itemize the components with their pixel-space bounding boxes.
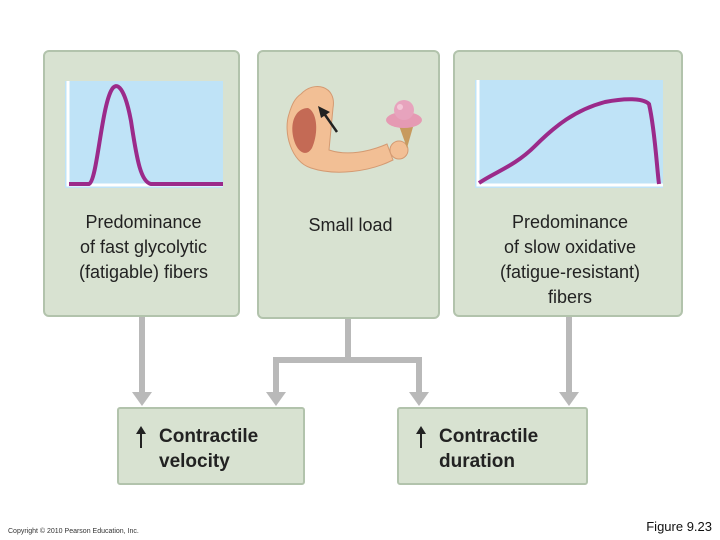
- load-split-line: [273, 357, 422, 393]
- fast-twitch-curve-plot: [66, 81, 223, 187]
- hand-shape: [389, 140, 409, 160]
- small-load-label: Small load: [308, 215, 393, 235]
- fast-graph-axes: [66, 81, 223, 187]
- contractile-duration-box: Contractile duration: [397, 407, 588, 485]
- duration-arrowhead-left: [409, 392, 429, 406]
- biceps-muscle: [292, 108, 317, 153]
- copyright-notice: Copyright © 2010 Pearson Education, Inc.: [8, 528, 139, 535]
- slow-twitch-graph: [475, 80, 663, 188]
- contractile-velocity-box: Contractile velocity: [117, 407, 305, 485]
- small-load-panel: Small load: [257, 50, 440, 319]
- velocity-arrowhead-left: [132, 392, 152, 406]
- motion-arrow-shaft: [321, 111, 339, 133]
- arm-shape: [286, 86, 394, 173]
- fast-fiber-panel: Predominance of fast glycolytic (fatigab…: [43, 50, 240, 317]
- increase-arrow-icon: [136, 426, 146, 448]
- figure-number: Figure 9.23: [646, 519, 712, 534]
- fast-fiber-label: Predominance of fast glycolytic (fatigab…: [78, 212, 209, 282]
- fast-twitch-curve: [69, 84, 223, 186]
- velocity-arrowhead-right: [266, 392, 286, 406]
- duration-arrowhead-right: [559, 392, 579, 406]
- contractile-duration-label: Contractile duration: [439, 426, 539, 472]
- slow-graph-axes: [476, 80, 663, 187]
- fast-twitch-graph: [65, 81, 223, 188]
- contractile-velocity-label: Contractile velocity: [159, 426, 259, 472]
- slow-fiber-panel: Predominance of slow oxidative (fatigue-…: [453, 50, 683, 317]
- motion-arrow-head: [318, 106, 330, 118]
- increase-arrow-icon: [416, 426, 426, 448]
- slow-fiber-label: Predominance of slow oxidative (fatigue-…: [499, 212, 641, 307]
- slow-twitch-curve-plot: [476, 80, 663, 187]
- ice-cream-highlight: [397, 104, 403, 110]
- arm-lifting-illustration: [286, 86, 422, 173]
- ice-cream-scoop-top: [394, 100, 414, 120]
- slow-twitch-curve: [477, 97, 661, 185]
